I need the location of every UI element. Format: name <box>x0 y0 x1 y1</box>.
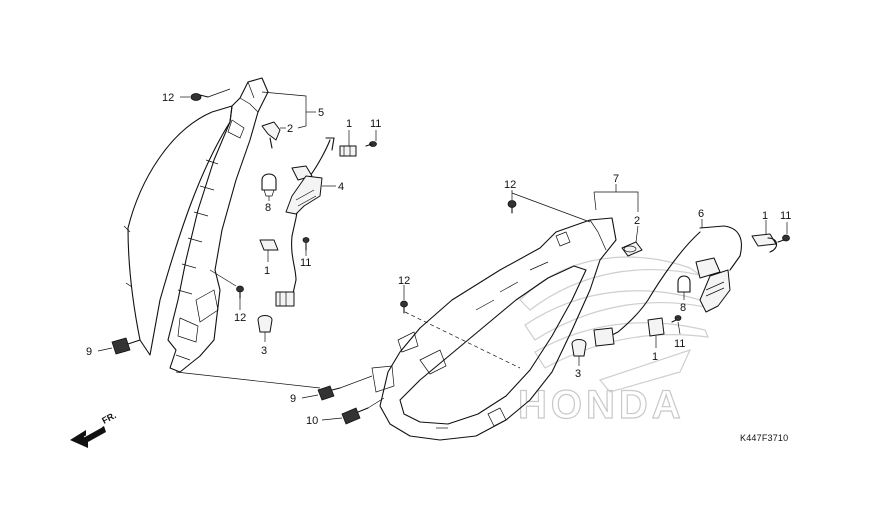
callout-labels: 12 5 2 1 11 4 8 1 11 12 3 9 12 7 2 6 1 1… <box>86 92 791 427</box>
honda-watermark-text: HONDA <box>518 383 685 427</box>
callout-1: 1 <box>346 118 352 130</box>
callout-12: 12 <box>398 275 410 287</box>
callout-1: 1 <box>264 265 270 277</box>
direction-label: FR. <box>100 410 117 426</box>
screw-12-right-mid <box>400 300 408 314</box>
clip-1-upper-left <box>339 145 357 157</box>
screw-11-right-lower <box>671 315 682 323</box>
clip-2-left <box>261 121 281 149</box>
screw-11-upper-left <box>365 141 377 147</box>
screw-12-top <box>190 93 209 101</box>
socket-harness-6 <box>593 225 742 347</box>
callout-9: 9 <box>290 393 296 405</box>
callout-8: 8 <box>680 302 686 314</box>
callout-11: 11 <box>674 338 685 350</box>
headlight-unit-7 <box>371 217 617 441</box>
screw-11-right-upper <box>777 234 790 243</box>
screw-9-right <box>317 385 341 401</box>
callout-1: 1 <box>652 351 658 363</box>
callout-2: 2 <box>634 215 640 227</box>
callout-4: 4 <box>338 181 344 193</box>
callout-8: 8 <box>265 202 271 214</box>
bulb-8-right <box>677 275 691 293</box>
left-turn-signal-housing <box>123 77 269 373</box>
clip-1-lower-left <box>259 239 279 251</box>
callout-10: 10 <box>306 415 318 427</box>
clip-1-right-lower <box>647 317 665 337</box>
callout-11: 11 <box>370 118 381 130</box>
clip-1-right-upper <box>751 233 778 253</box>
callout-9: 9 <box>86 346 92 358</box>
callout-2: 2 <box>287 123 293 135</box>
callout-6: 6 <box>698 208 704 220</box>
catalog-code: K447F3710 <box>740 433 788 443</box>
callout-7: 7 <box>613 173 619 185</box>
front-direction-arrow-icon <box>70 426 106 448</box>
clip-2-right <box>621 241 643 257</box>
callout-12: 12 <box>162 92 174 104</box>
callout-1: 1 <box>762 210 768 222</box>
callout-12: 12 <box>504 179 516 191</box>
callout-5: 5 <box>318 107 324 119</box>
screw-11-lower-left <box>302 237 310 251</box>
socket-harness-4 <box>275 137 335 307</box>
callout-12: 12 <box>234 312 246 324</box>
callout-11: 11 <box>780 210 791 222</box>
screw-12-right-top <box>507 200 517 214</box>
bulb-3-left <box>257 315 273 333</box>
screw-10 <box>341 407 369 425</box>
screw-9-left <box>111 337 141 355</box>
callout-3: 3 <box>575 368 581 380</box>
callout-11: 11 <box>300 257 311 269</box>
bulb-3-right <box>571 339 587 357</box>
callout-3: 3 <box>261 345 267 357</box>
bulb-8-left <box>261 173 277 197</box>
screw-12-left-mid <box>236 285 244 299</box>
